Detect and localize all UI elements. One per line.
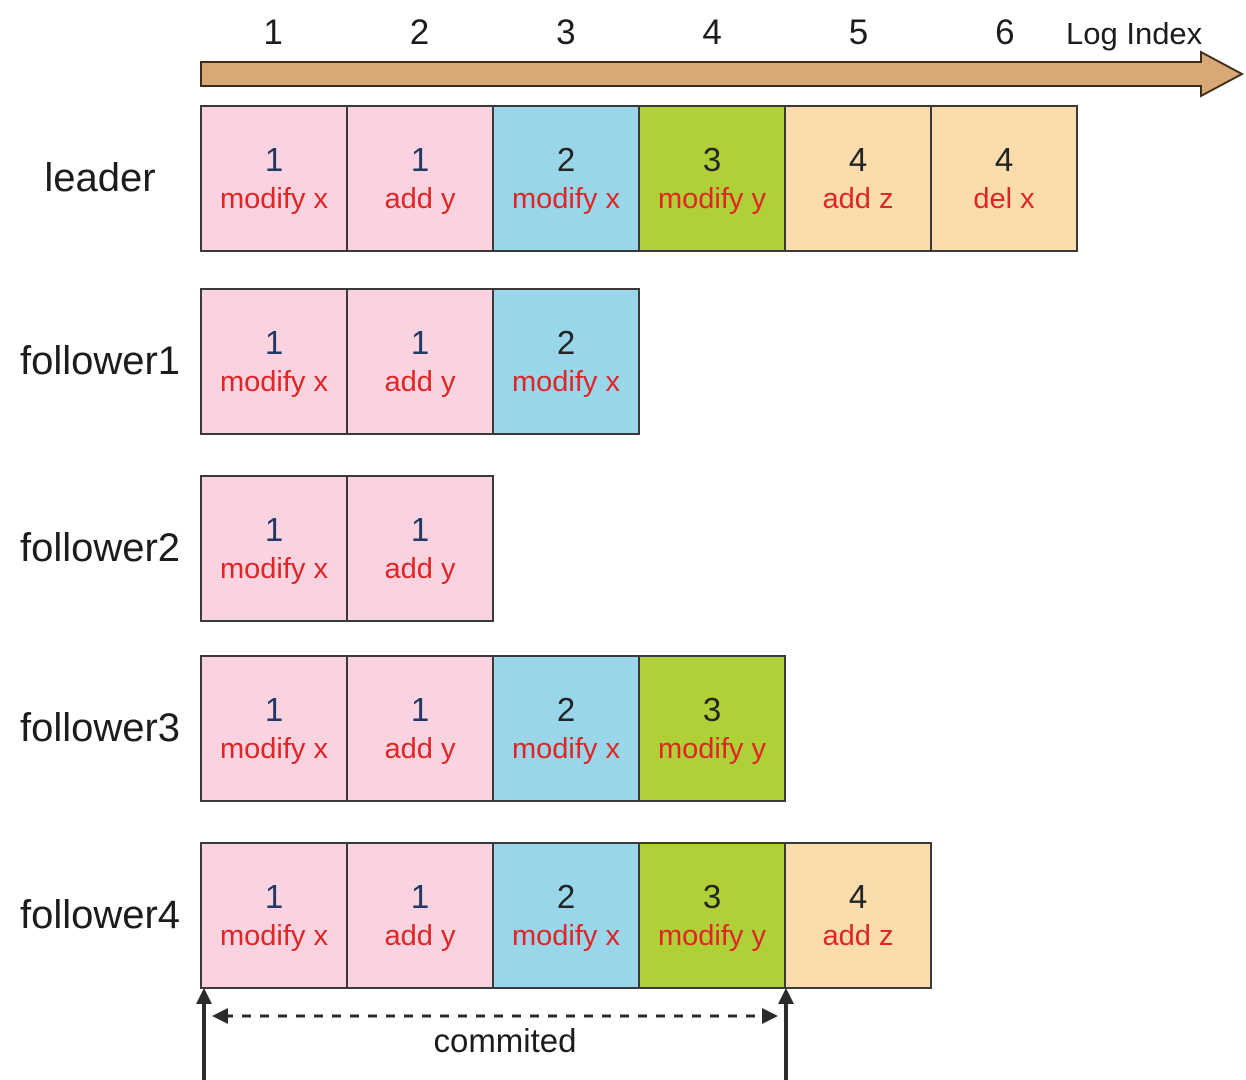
committed-label: commited <box>433 1022 577 1059</box>
entry-term: 3 <box>702 690 722 728</box>
entry-term: 2 <box>556 323 576 361</box>
log-entry-cell: 1 add y <box>346 288 494 435</box>
log-index-tick: 2 <box>409 13 430 52</box>
row-label: follower3 <box>19 706 181 750</box>
entry-operation: modify x <box>220 552 328 585</box>
log-entry-cell: 3 modify y <box>638 842 786 989</box>
entry-term: 1 <box>410 877 430 915</box>
log-entry-cell: 2 modify x <box>492 842 640 989</box>
log-index-arrow-icon <box>200 50 1245 98</box>
log-row-follower4: follower4 1 modify x 1 add y 2 modify x … <box>0 842 1246 989</box>
entry-operation: modify x <box>512 919 620 952</box>
entry-term: 2 <box>556 140 576 178</box>
entry-operation: add y <box>384 919 456 952</box>
entry-operation: modify x <box>512 182 620 215</box>
log-entry-cell: 1 modify x <box>200 288 348 435</box>
entry-term: 1 <box>410 510 430 548</box>
row-label: follower2 <box>19 526 181 570</box>
entry-operation: add z <box>822 919 894 952</box>
entry-operation: modify y <box>658 182 766 215</box>
entry-operation: modify x <box>220 919 328 952</box>
log-entry-cell: 1 modify x <box>200 655 348 802</box>
log-entry-cell: 1 modify x <box>200 475 348 622</box>
entry-term: 1 <box>264 323 284 361</box>
committed-range-arrow-icon <box>212 1008 778 1024</box>
entry-term: 1 <box>264 690 284 728</box>
log-entry-cell: 1 modify x <box>200 105 348 252</box>
entry-term: 1 <box>410 140 430 178</box>
log-entry-cell: 1 add y <box>346 105 494 252</box>
log-entries: 1 modify x 1 add y 2 modify x <box>200 288 640 435</box>
entry-term: 2 <box>556 877 576 915</box>
log-index-tick: 3 <box>556 13 576 52</box>
committed-left-boundary-icon <box>196 988 212 1080</box>
log-row-follower3: follower3 1 modify x 1 add y 2 modify x … <box>0 655 1246 802</box>
entry-operation: modify x <box>512 365 620 398</box>
log-index-tick: 6 <box>995 13 1015 52</box>
row-label: leader <box>44 156 156 200</box>
entry-operation: modify y <box>658 919 766 952</box>
log-row-follower2: follower2 1 modify x 1 add y <box>0 475 1246 622</box>
log-entries: 1 modify x 1 add y 2 modify x 3 modify y <box>200 655 786 802</box>
committed-range-markers <box>196 988 794 1080</box>
log-index-tick: 5 <box>848 13 869 52</box>
log-index-ticks: 1 2 3 4 5 6 <box>200 12 1078 54</box>
log-index-axis-label: Log Index <box>1066 16 1203 51</box>
committed-right-boundary-icon <box>778 988 794 1080</box>
entry-term: 3 <box>702 140 722 178</box>
log-entry-cell: 3 modify y <box>638 655 786 802</box>
log-entry-cell: 1 add y <box>346 842 494 989</box>
log-index-tick: 1 <box>263 13 283 52</box>
log-entry-cell: 1 add y <box>346 655 494 802</box>
entry-term: 1 <box>410 690 430 728</box>
log-entry-cell: 1 add y <box>346 475 494 622</box>
log-entries: 1 modify x 1 add y 2 modify x 3 modify y… <box>200 105 1078 252</box>
entry-term: 4 <box>994 140 1014 178</box>
entry-term: 4 <box>848 877 868 915</box>
entry-term: 3 <box>702 877 722 915</box>
entry-operation: modify y <box>658 732 766 765</box>
entry-term: 4 <box>848 140 868 178</box>
log-entries: 1 modify x 1 add y 2 modify x 3 modify y… <box>200 842 932 989</box>
entry-operation: add y <box>384 182 456 215</box>
entry-term: 1 <box>264 877 284 915</box>
entry-term: 1 <box>264 140 284 178</box>
entry-operation: add y <box>384 552 456 585</box>
entry-term: 1 <box>410 323 430 361</box>
log-entry-cell: 2 modify x <box>492 105 640 252</box>
log-entry-cell: 3 modify y <box>638 105 786 252</box>
log-row-follower1: follower1 1 modify x 1 add y 2 modify x <box>0 288 1246 435</box>
log-entry-cell: 4 add z <box>784 105 932 252</box>
row-label: follower1 <box>19 339 181 383</box>
entry-operation: add y <box>384 365 456 398</box>
entry-operation: modify x <box>220 182 328 215</box>
log-entry-cell: 4 add z <box>784 842 932 989</box>
entry-operation: modify x <box>512 732 620 765</box>
entry-operation: add y <box>384 732 456 765</box>
entry-operation: add z <box>822 182 894 215</box>
entry-term: 2 <box>556 690 576 728</box>
entry-operation: del x <box>973 182 1035 215</box>
entry-operation: modify x <box>220 732 328 765</box>
row-label: follower4 <box>19 893 181 937</box>
log-entry-cell: 2 modify x <box>492 288 640 435</box>
entry-term: 1 <box>264 510 284 548</box>
log-entry-cell: 4 del x <box>930 105 1078 252</box>
log-index-tick: 4 <box>702 13 722 52</box>
log-entry-cell: 1 modify x <box>200 842 348 989</box>
log-entry-cell: 2 modify x <box>492 655 640 802</box>
log-entries: 1 modify x 1 add y <box>200 475 494 622</box>
entry-operation: modify x <box>220 365 328 398</box>
log-row-leader: leader 1 modify x 1 add y 2 modify x 3 m… <box>0 105 1246 252</box>
